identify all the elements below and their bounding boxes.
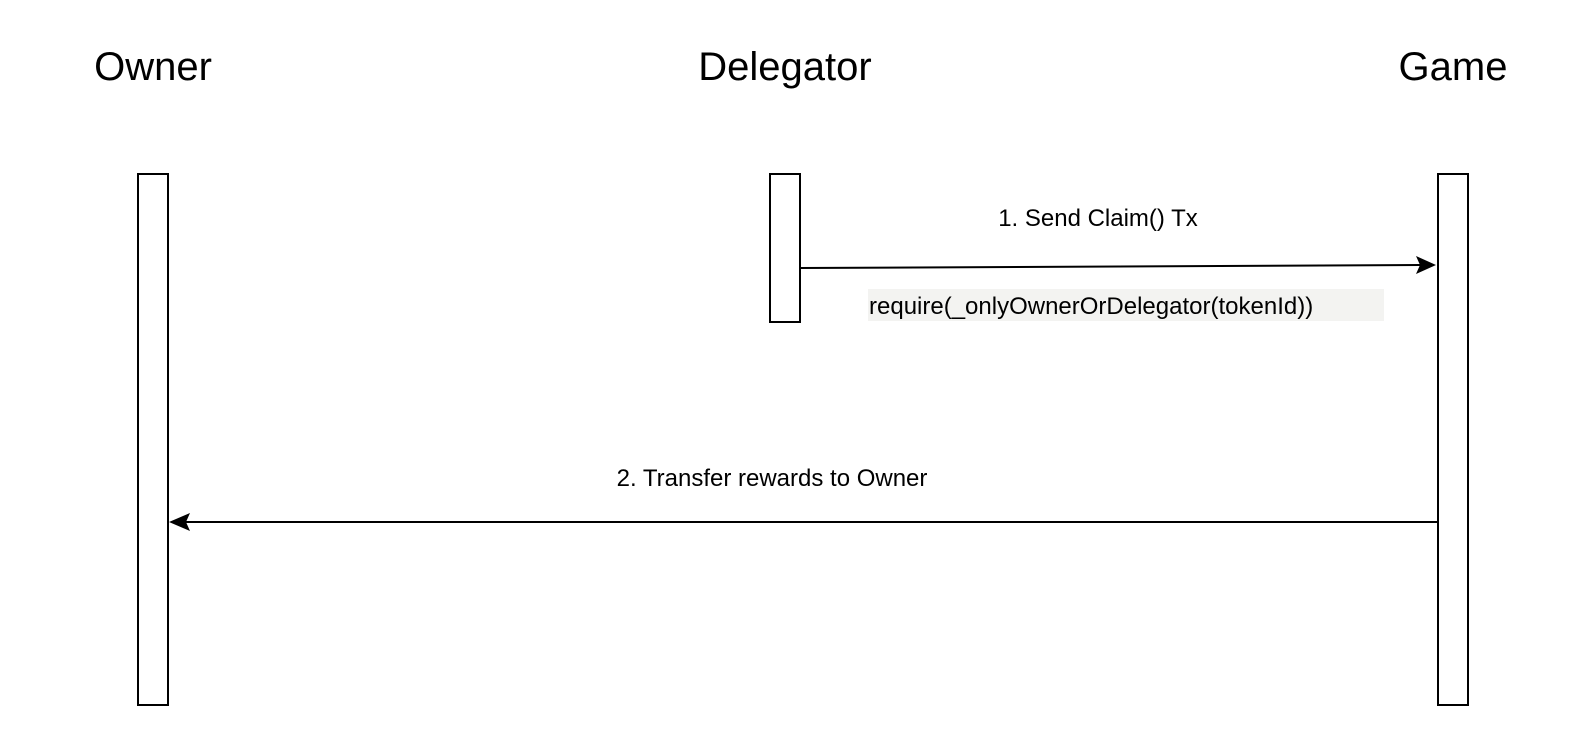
require-note-highlight [868, 289, 1384, 321]
owner-lifeline [137, 173, 169, 706]
game-lifeline [1437, 173, 1469, 706]
participant-delegator-label: Delegator [698, 45, 871, 89]
delegator-activation [769, 173, 801, 323]
transfer-message-label: 2. Transfer rewards to Owner [617, 465, 928, 492]
participant-owner-label: Owner [94, 45, 212, 89]
claim-message-arrow-line [799, 264, 1421, 269]
require-note-text: require(_onlyOwnerOrDelegator(tokenId)) [869, 293, 1313, 320]
claim-message-label: 1. Send Claim() Tx [998, 205, 1198, 232]
claim-message-arrowhead [1416, 256, 1436, 274]
transfer-message-arrowhead [169, 513, 190, 531]
participant-game-label: Game [1399, 45, 1508, 89]
